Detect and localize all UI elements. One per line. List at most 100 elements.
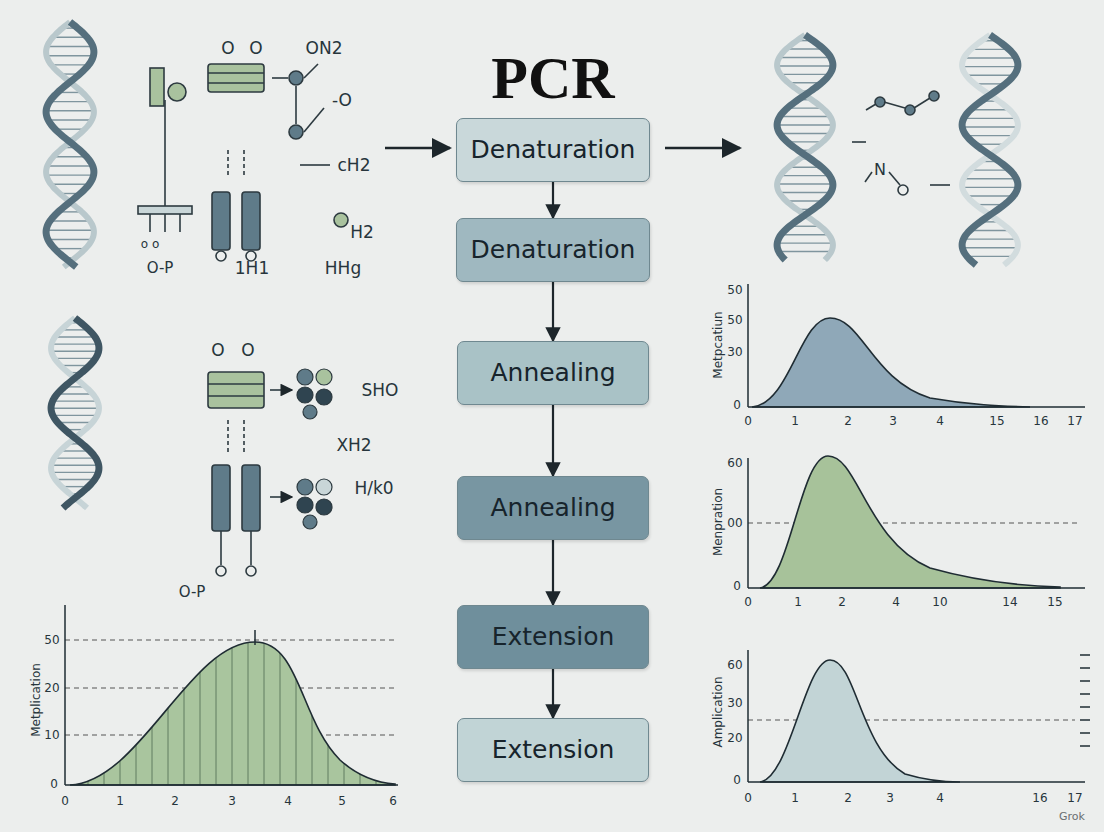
helix-rung [777, 65, 833, 66]
helix-rung [963, 178, 1016, 179]
process-box: Extension [457, 718, 649, 782]
helix-rung [53, 415, 97, 416]
bond [884, 102, 905, 108]
atom [297, 369, 313, 385]
tick-label: 30 [727, 697, 742, 709]
step-label: Annealing [490, 494, 615, 522]
helix-rung [779, 57, 831, 58]
x-axis [748, 781, 1085, 783]
tick-label: 10 [932, 596, 947, 608]
helix-rung [51, 408, 99, 409]
tick-label: 6 [389, 795, 397, 807]
axis-label: Metplication [30, 663, 42, 737]
tick-mark [1080, 706, 1090, 708]
tick-label: 15 [989, 415, 1004, 427]
tick-mark [1080, 745, 1090, 747]
chem-label: HHg [325, 260, 361, 277]
helix-strand [777, 35, 833, 260]
helix-rung [51, 465, 99, 466]
chem-label: O [249, 40, 262, 57]
helix-rung [966, 135, 1014, 136]
axis-label: Metpcatiun [712, 311, 724, 378]
tick-label: 1 [116, 795, 124, 807]
leg [220, 531, 222, 565]
helix-rung [962, 126, 1018, 127]
axis-label: Amplication [712, 676, 724, 747]
tick-label: 4 [892, 596, 900, 608]
dna-helices [46, 22, 1018, 508]
tick-label: 0 [61, 795, 69, 807]
helix-rung [780, 133, 831, 134]
process-box: Extension [457, 605, 649, 669]
helix-rung [47, 46, 93, 47]
tick-label: 4 [936, 415, 944, 427]
helix-rung [777, 124, 833, 125]
distribution-curve [70, 642, 395, 785]
chem-label: O-P [147, 261, 174, 276]
atom [297, 479, 313, 495]
y-axis [747, 650, 749, 782]
helix-rung [962, 187, 1018, 188]
tick-mark [1080, 680, 1090, 682]
atom [289, 125, 303, 139]
helix-rung [967, 195, 1014, 196]
tick-label: 0 [733, 399, 741, 411]
helix-rung [51, 184, 89, 185]
atom [898, 185, 908, 195]
tick-label: 5 [338, 795, 346, 807]
bond [852, 141, 866, 143]
tick-label: 0 [744, 596, 752, 608]
watermark: Grok [1059, 811, 1085, 822]
atom-clusters [297, 369, 332, 529]
bond [304, 108, 324, 132]
process-box: Annealing [457, 341, 649, 405]
helix-rung [53, 400, 98, 401]
side-ticks [1080, 655, 1090, 746]
base [212, 192, 230, 250]
leg [179, 214, 181, 232]
distribution-fill [70, 642, 395, 785]
atom [316, 369, 332, 385]
helix-strand [962, 35, 1018, 265]
chem-label: H/k0 [354, 480, 393, 497]
helix-rung [57, 393, 93, 394]
chem-label: N [874, 162, 886, 178]
tick-label: 17 [1067, 415, 1082, 427]
hydrogen-bond [243, 150, 245, 178]
helix-rung [779, 251, 832, 252]
tick-label: 0 [733, 774, 741, 786]
chem-label: 1H1 [235, 260, 269, 277]
bond [300, 164, 330, 166]
atom [875, 97, 885, 107]
tick-label: 30 [727, 346, 742, 358]
base-pair [208, 372, 264, 408]
bond [889, 172, 900, 185]
process-box: Annealing [457, 476, 649, 540]
tick-label: 16 [1033, 415, 1048, 427]
chem-label: XH2 [336, 437, 371, 454]
helix-rung [966, 75, 1014, 76]
flow-arrow [552, 282, 554, 341]
bond [866, 104, 876, 110]
flow-arrow [552, 182, 554, 218]
bond [865, 172, 872, 182]
atom [216, 251, 226, 261]
tick-label: 50 [727, 284, 742, 296]
molecule-right [852, 91, 950, 195]
tick-mark [1080, 719, 1090, 721]
helix-rung [46, 230, 94, 231]
bond [930, 184, 950, 186]
rung [208, 82, 264, 84]
helix-rung [55, 479, 95, 480]
tick-label: 2 [844, 792, 852, 804]
helix-rung [54, 358, 95, 359]
tick-label: 50 [44, 634, 59, 646]
tick-label: 10 [44, 729, 59, 741]
input-arrow [385, 147, 450, 150]
helix-rung [781, 234, 829, 235]
tick-label: 14 [1002, 596, 1017, 608]
atom [297, 387, 313, 403]
helix-strand [46, 22, 94, 267]
helix-rung [46, 174, 93, 175]
